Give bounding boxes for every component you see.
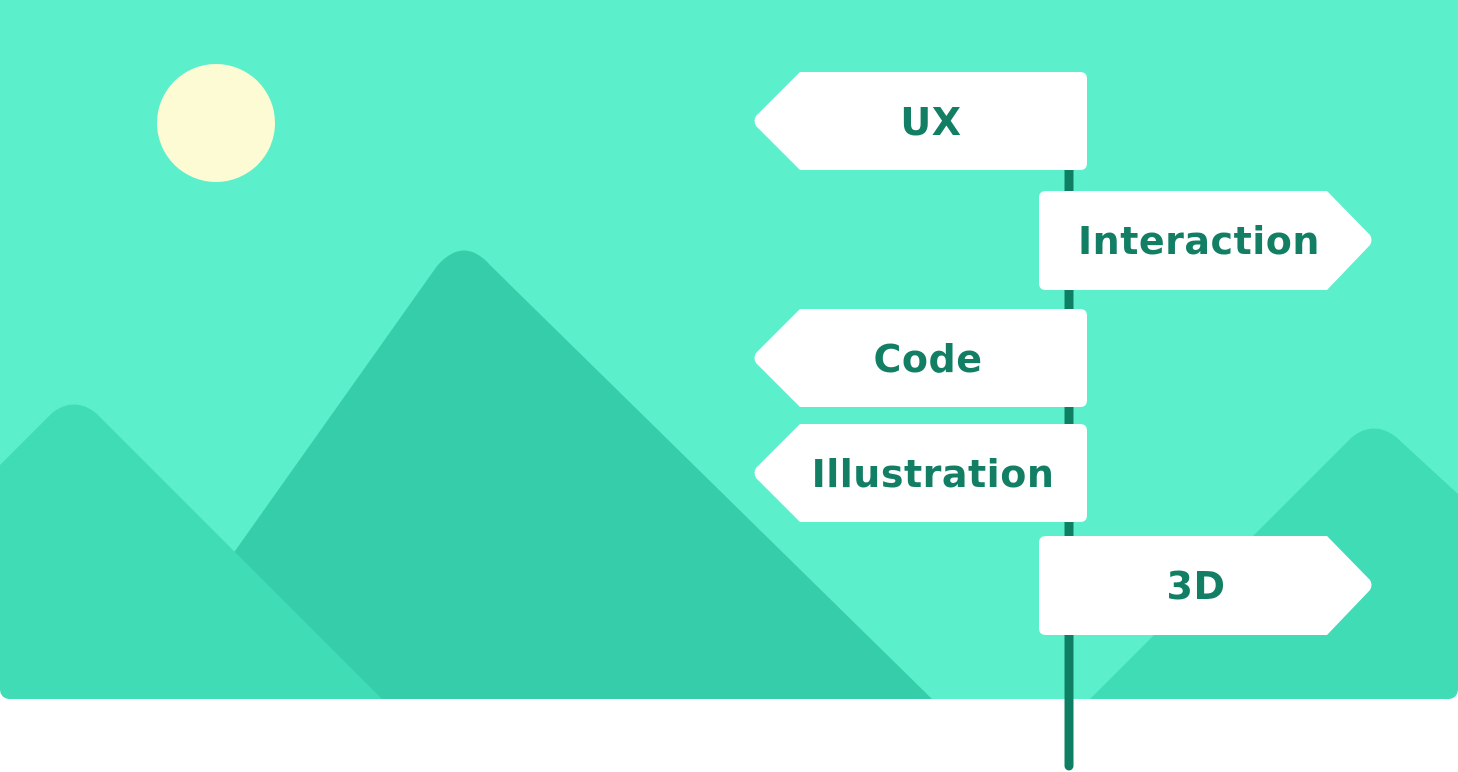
sign-board [1039,191,1372,290]
sign-board [754,424,1087,522]
sign-board [754,72,1087,170]
sign-3d: 3D [1039,536,1372,635]
sign-board [1039,536,1372,635]
sign-label: UX [900,100,961,144]
big-mountain [130,250,932,699]
left-mountain [0,404,382,699]
sign-illustration: Illustration [754,424,1087,522]
sign-code: Code [754,309,1087,407]
sign-label: 3D [1167,564,1226,608]
sun [157,64,275,182]
sign-interaction: Interaction [1039,191,1372,290]
sign-label: Code [874,337,983,381]
sign-board [754,309,1087,407]
sign-label: Illustration [812,452,1055,496]
sign-label: Interaction [1078,219,1320,263]
landscape-panel [0,0,1458,699]
sign-ux: UX [754,72,1087,170]
